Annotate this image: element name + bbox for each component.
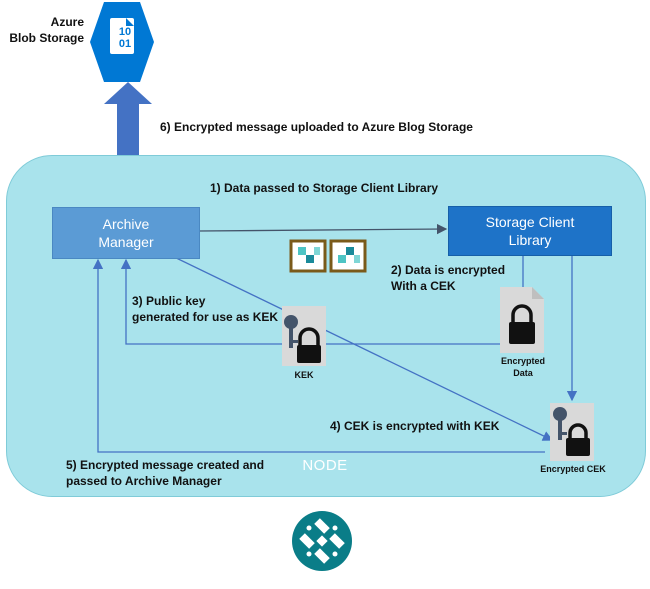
node-label: NODE [302, 457, 348, 474]
encrypted-cek-icon [550, 403, 594, 461]
step3-arrow [120, 258, 500, 345]
step5-label: 5) Encrypted message created and passed … [66, 458, 265, 488]
step3-label: 3) Public key generated for use as KEK [132, 294, 279, 324]
step4-arrow [167, 253, 554, 441]
step1-arrow [198, 223, 448, 235]
kek-icon [282, 306, 326, 366]
step2-label: 2) Data is encrypted With a CEK [391, 263, 506, 293]
kek-caption: KEK [294, 370, 314, 380]
azure-blob-storage-label: Azure Blob Storage [9, 15, 84, 45]
step4-label: 4) CEK is encrypted with KEK [330, 419, 500, 433]
node-logo-icon [292, 511, 352, 571]
azure-icon-text: 10 01 [118, 26, 132, 50]
encrypted-data-caption: Encrypted Data [500, 356, 545, 378]
azure-blob-storage-icon [90, 2, 154, 82]
storage-client-library-box: Storage Client Library [448, 206, 612, 256]
step1-label: 1) Data passed to Storage Client Library [210, 181, 439, 195]
step5-arrow [92, 258, 545, 453]
encrypted-cek-caption: Encrypted CEK [540, 464, 606, 474]
archive-manager-box: Archive Manager [52, 207, 200, 259]
encrypted-data-icon [500, 287, 544, 353]
data-blocks-icon [289, 239, 367, 273]
step6-label: 6) Encrypted message uploaded to Azure B… [160, 120, 473, 134]
